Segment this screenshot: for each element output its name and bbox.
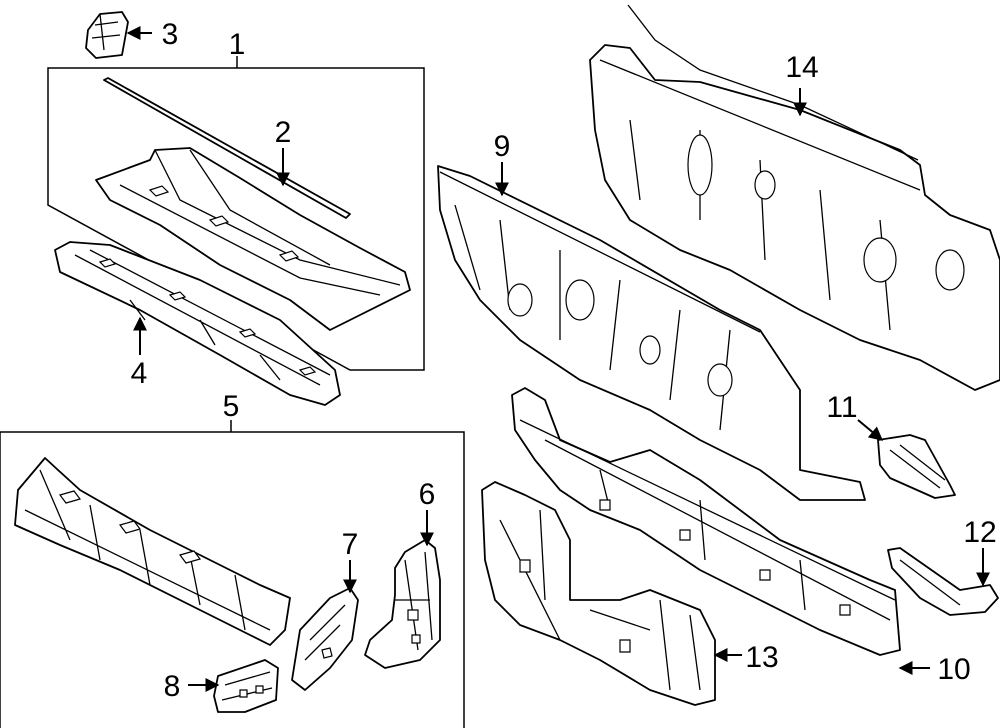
leader-line-11 [857,419,884,441]
group-box-1 [47,56,425,371]
callout-3: 3 [162,18,179,51]
part-12-bracket[interactable] [887,547,999,616]
callout-11: 11 [826,391,857,424]
part-8-bracket[interactable] [213,659,279,713]
callout-6: 6 [419,478,436,511]
callout-2: 2 [275,116,292,149]
part-5-cowl-assembly[interactable] [14,457,291,646]
callout-14: 14 [785,51,818,84]
part-9-dash-panel[interactable] [437,165,866,501]
callout-12: 12 [963,516,996,549]
part-7-bracket[interactable] [291,587,359,691]
part-11-bracket[interactable] [877,434,956,499]
callout-13: 13 [745,641,778,674]
part-6-side-bracket[interactable] [364,539,441,669]
callout-4: 4 [131,357,148,390]
part-4-lower-cowl[interactable] [54,241,341,406]
group-box-5 [0,420,465,728]
part-13-insulator[interactable] [481,481,716,706]
part-1-cowl-panel[interactable] [95,147,411,331]
callout-10: 10 [937,653,970,686]
callout-5: 5 [223,390,240,423]
callout-1: 1 [229,28,246,61]
part-14-firewall[interactable] [589,4,1000,391]
part-10-cross-member[interactable] [511,387,901,656]
callout-7: 7 [342,528,359,561]
part-3-bracket[interactable] [85,11,129,59]
callout-8: 8 [164,670,181,703]
callout-9: 9 [494,130,511,163]
